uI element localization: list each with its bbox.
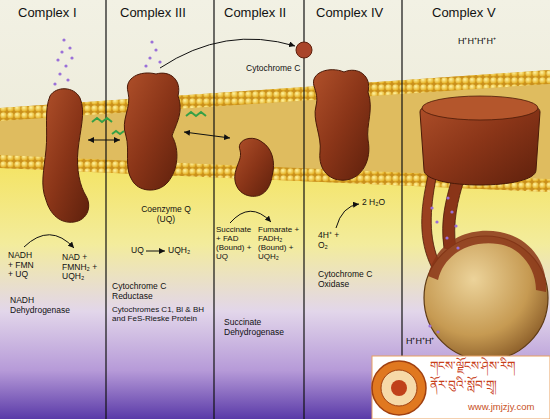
molecule-label: Coenzyme Q (UQ)	[138, 205, 194, 224]
reaction-arrow	[24, 235, 74, 248]
enzyme-name: NADH Dehydrogenase	[10, 296, 86, 315]
enzyme-name: Succinate Dehydrogenase	[224, 318, 298, 337]
reaction-text: Fumarate + FADH₂ (Bound) + UQH₂	[258, 226, 302, 262]
ubiquinone	[186, 112, 206, 116]
column-divider	[213, 0, 214, 419]
reaction-text: 2 H₂O	[362, 198, 385, 208]
synthase-cap	[428, 231, 546, 292]
watermark-logo	[372, 361, 426, 415]
watermark-text: ནོར་བུའི་སློབ་གྲྭ།	[430, 379, 497, 392]
reaction-arrow	[146, 251, 165, 252]
cytochrome-sphere	[296, 42, 312, 58]
column-header: Complex IV	[316, 6, 383, 21]
column-divider	[303, 0, 304, 419]
enzyme-name: Cytochrome C Oxidase	[318, 270, 384, 289]
column-header: Complex V	[432, 6, 496, 21]
reaction-arrow	[230, 211, 271, 223]
synthase-arm	[422, 176, 440, 268]
synthase-rotor-top	[422, 96, 538, 120]
shuttle-arrow	[88, 140, 120, 141]
reaction-arrow	[336, 204, 359, 228]
ubiquinone	[112, 131, 124, 134]
column-header: Complex I	[18, 6, 77, 21]
watermark-text: གངས་ལྗོངས་ཤེས་རིག	[430, 360, 515, 373]
proton-label: H⁺H⁺H⁺	[406, 336, 435, 346]
enzyme-detail: Cytochromes C1, Bl & BH and FeS-Rieske P…	[112, 306, 208, 324]
watermark-panel	[372, 356, 550, 419]
column-header: Complex II	[224, 6, 286, 21]
watermark-logo	[391, 380, 407, 396]
shuttle-arrow	[184, 132, 230, 138]
column-divider	[105, 0, 106, 419]
proton-dots	[53, 38, 459, 333]
complex-protein	[235, 138, 274, 196]
membrane	[0, 70, 550, 192]
reaction-text: NADH + FMN + UQ	[8, 251, 38, 280]
enzyme-name: Cytochrome C Reductase	[112, 282, 174, 301]
watermark-url: www.jmjzjy.com	[468, 402, 534, 413]
molecule-label: Cytochrome C	[246, 64, 300, 74]
complex-protein	[124, 73, 180, 190]
reaction-text: 4H⁺ + O₂	[318, 231, 342, 250]
watermark-logo	[381, 370, 417, 406]
complex-protein	[313, 70, 370, 181]
reaction-text: NAD + FMNH₂ + UQH₂	[62, 253, 102, 282]
complex-protein	[43, 89, 89, 223]
reaction-text: Succinate + FAD (Bound) + UQ	[216, 226, 256, 262]
column-header: Complex III	[120, 6, 186, 21]
proton-label: H⁺H⁺H⁺H⁺	[458, 36, 496, 46]
reaction-text: UQ	[131, 246, 144, 256]
ubiquinone	[92, 118, 112, 122]
reaction-text: UQH₂	[168, 246, 190, 256]
